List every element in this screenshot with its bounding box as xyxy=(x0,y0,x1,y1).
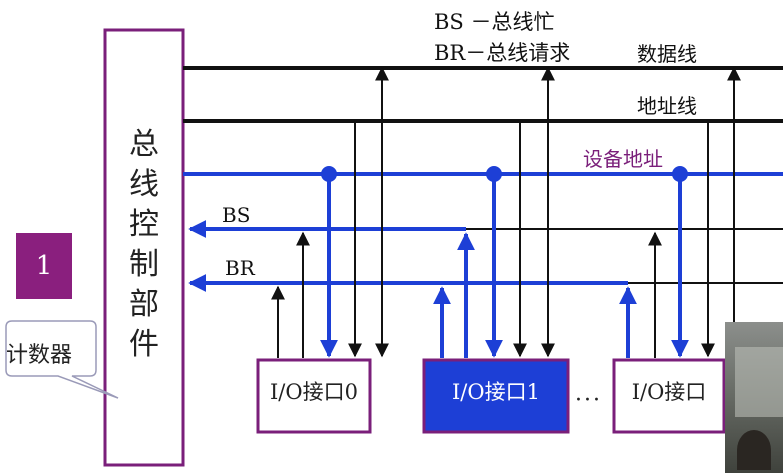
controller-char: 线 xyxy=(129,167,159,202)
interface-2-label: I/O接口 xyxy=(631,380,707,404)
controller-char: 制 xyxy=(129,247,159,282)
controller-char: 控 xyxy=(129,207,159,242)
controller-char: 总 xyxy=(129,127,159,162)
legend-bs: BS －总线忙 xyxy=(434,10,555,34)
slide-number-badge: 1 xyxy=(16,233,72,299)
br-line-label: BR xyxy=(225,256,255,280)
ellipsis: ··· xyxy=(575,388,602,413)
address-bus-label: 地址线 xyxy=(637,94,697,118)
bus-controller-label: 总 线 控 制 部 件 xyxy=(105,125,183,365)
data-bus-label: 数据线 xyxy=(637,42,697,66)
interface-0-box xyxy=(256,358,372,434)
interface-1-box xyxy=(422,358,570,434)
controller-char: 部 xyxy=(129,287,159,322)
interface-2-box xyxy=(612,358,726,434)
bs-line-label: BS xyxy=(222,203,251,227)
controller-char: 件 xyxy=(129,327,159,362)
counter-callout-text: 计数器 xyxy=(6,343,73,368)
presenter-video-thumbnail xyxy=(725,322,783,473)
interface-1-label: I/O接口1 xyxy=(452,380,540,404)
interface-0-label: I/O接口0 xyxy=(270,380,358,404)
bus-controller-box xyxy=(103,28,185,467)
device-address-label: 设备地址 xyxy=(583,147,663,171)
counter-callout-bubble xyxy=(5,320,119,399)
legend-br: BR－总线请求 xyxy=(434,41,571,65)
